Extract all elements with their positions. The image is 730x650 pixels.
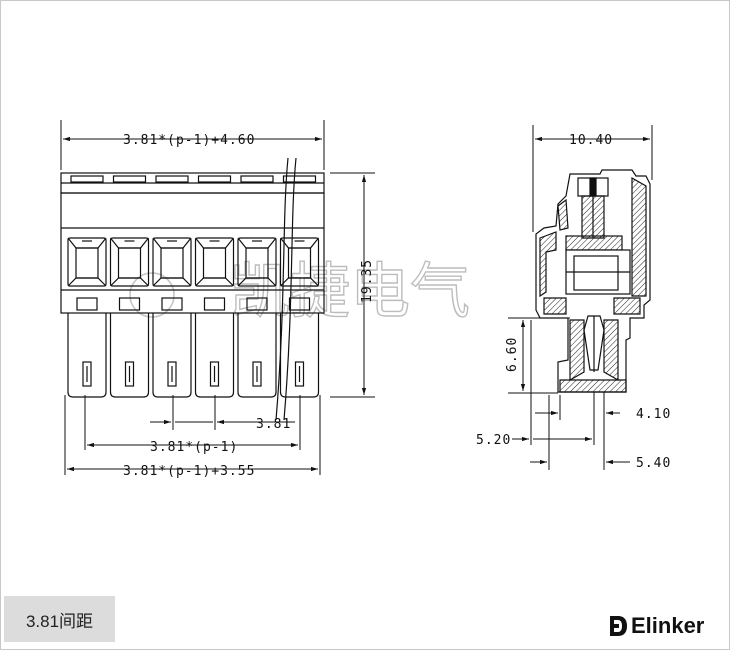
dim-offset-b: 5.20 <box>476 433 511 448</box>
side-dimensions <box>508 125 653 470</box>
pin-tab <box>76 297 98 311</box>
screw-window-inner <box>160 247 184 279</box>
screw-window-inner <box>287 247 312 279</box>
front-dimensions <box>60 120 375 475</box>
dim-side-depth: 6.60 <box>505 337 520 372</box>
header-slot <box>240 175 274 183</box>
dim-height: 19.35 <box>360 259 375 303</box>
watermark-text: 凯捷电气 <box>230 257 470 327</box>
screw-window-bevel <box>195 237 234 287</box>
pitch-caption: 3.81间距 <box>4 596 115 642</box>
pin-hole <box>167 361 177 387</box>
pin-hole <box>209 361 220 387</box>
pin-leg <box>152 313 192 398</box>
screw-window <box>194 237 235 287</box>
screw-window <box>67 237 107 287</box>
dim-offset-a: 4.10 <box>636 407 671 422</box>
pin-tab <box>118 297 141 311</box>
pin-hole <box>124 361 135 387</box>
pin-tab <box>246 297 268 311</box>
screw-window <box>109 237 150 287</box>
screw-window <box>237 237 277 287</box>
screw-window <box>279 237 320 287</box>
screw-window-bevel <box>110 237 149 287</box>
side-view <box>535 169 651 393</box>
pin-tab <box>161 297 183 311</box>
front-view <box>60 157 325 421</box>
header-slot <box>70 175 104 183</box>
screw-window <box>152 237 192 287</box>
dim-offset-c: 5.40 <box>636 456 671 471</box>
header-slot <box>155 175 189 183</box>
header-slot <box>197 175 232 183</box>
pin-leg <box>194 313 235 398</box>
pin-hole <box>294 361 305 387</box>
watermark: 凯捷电气 <box>129 256 471 328</box>
elinker-logo-icon <box>610 616 627 636</box>
screw-window-inner <box>245 247 269 279</box>
screw-window-inner <box>117 247 142 279</box>
logo-text: Elinker <box>631 613 705 638</box>
brand-logo: Elinker <box>608 610 704 642</box>
pin-leg <box>237 313 277 398</box>
pin-hole <box>252 361 262 387</box>
dim-side-width: 10.40 <box>569 133 613 148</box>
header-slot <box>282 175 317 183</box>
pin-hole <box>82 361 92 387</box>
screw-window-inner <box>75 247 99 279</box>
pin-tab <box>203 297 226 311</box>
screw-window-bevel <box>67 237 107 287</box>
dim-bottom-width: 3.81*(p-1)+3.55 <box>123 464 255 479</box>
dim-span: 3.81*(p-1) <box>150 440 238 455</box>
screw-window-inner <box>202 247 227 279</box>
header-slot <box>112 175 147 183</box>
front-pins <box>67 175 320 398</box>
pin-leg <box>109 313 150 398</box>
dim-top-width: 3.81*(p-1)+4.60 <box>123 133 255 148</box>
pin-tab <box>288 297 311 311</box>
pin-leg <box>67 313 107 398</box>
dim-pitch: 3.81 <box>256 417 291 432</box>
screw-window-bevel <box>152 237 192 287</box>
